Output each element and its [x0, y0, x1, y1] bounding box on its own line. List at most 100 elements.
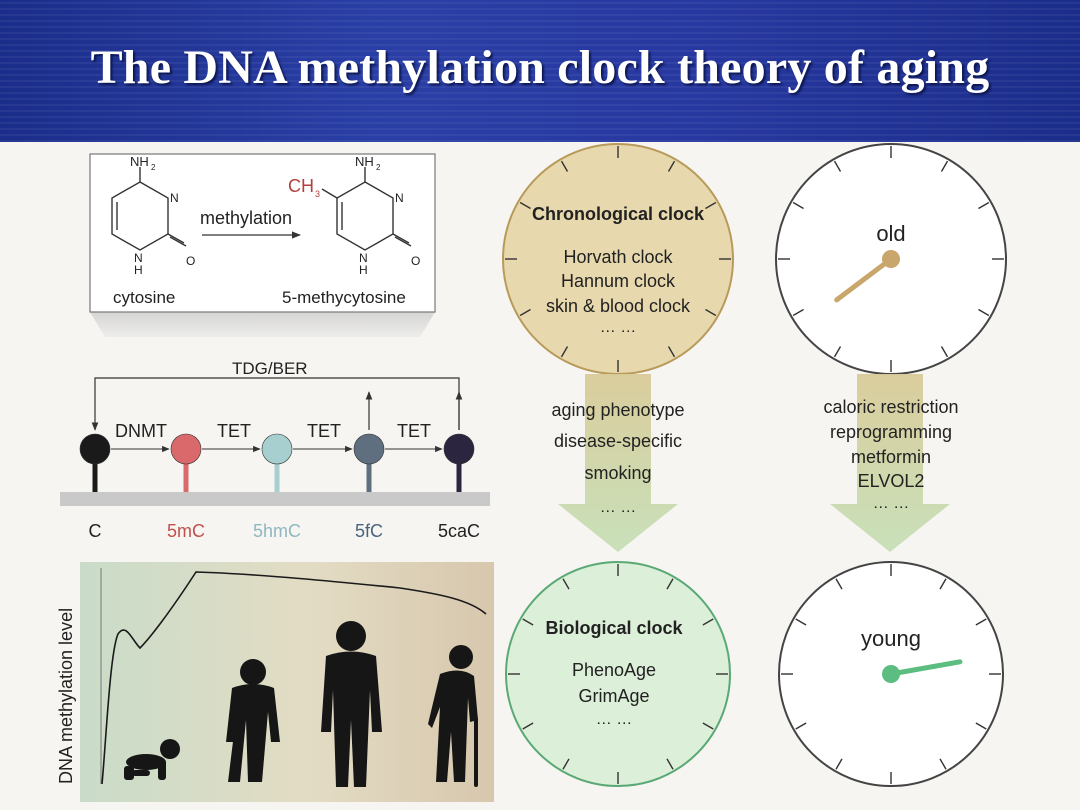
clock-tick	[667, 346, 676, 358]
pathway-node-label: 5caC	[438, 521, 480, 541]
intervention-2: reprogramming	[830, 422, 952, 442]
clock-tick	[562, 578, 570, 590]
pathway-node-c: C	[79, 433, 111, 541]
biological-item-1: PhenoAge	[572, 660, 656, 680]
clock-tick	[522, 722, 534, 730]
pathway-node-label: C	[89, 521, 102, 541]
chronological-clock	[502, 143, 734, 375]
enzyme-label-tet: TET	[217, 421, 251, 441]
clock-tick	[562, 758, 570, 770]
ch3-sub: 3	[315, 189, 320, 199]
biological-item-2: GrimAge	[578, 686, 649, 706]
influencer-1: aging phenotype	[551, 400, 684, 420]
chronological-item-1: Horvath clock	[563, 247, 673, 267]
clock-tick	[978, 201, 990, 210]
chronological-clock-title: Chronological clock	[532, 204, 705, 224]
intervention-5: … …	[873, 495, 909, 512]
right-down-arrow	[830, 374, 950, 552]
pathway-node-label: 5hmC	[253, 521, 301, 541]
elderly-silhouette	[428, 645, 478, 787]
clock-tick	[560, 160, 569, 172]
young-clock-label: young	[861, 626, 921, 651]
clock-tick	[835, 578, 843, 590]
diagram-canvas: NH 2 N N H O methylation NH 2 CH 3 N N H…	[56, 143, 1007, 802]
clock-tick	[519, 308, 531, 317]
methylation-plot: DNA methylation level	[56, 562, 494, 802]
clock-tick	[939, 758, 947, 770]
influencer-4: … …	[600, 499, 636, 516]
pathway-node-5fc: 5fC	[353, 433, 385, 541]
influencer-3: smoking	[584, 463, 651, 483]
clock-tick	[939, 578, 947, 590]
chemistry-panel: NH 2 N N H O methylation NH 2 CH 3 N N H…	[89, 153, 436, 337]
enzyme-label-tet: TET	[397, 421, 431, 441]
old-clock-label: old	[876, 221, 905, 246]
reaction-label: methylation	[200, 208, 292, 228]
title-banner: The DNA methylation clock theory of agin…	[0, 0, 1080, 142]
clock-tick	[940, 160, 949, 172]
intervention-3: metformin	[851, 447, 931, 467]
h-label-right: H	[359, 263, 368, 277]
h-label-left: H	[134, 263, 143, 277]
clock-tick	[792, 308, 804, 317]
nh2-right: NH	[355, 154, 374, 169]
n-label-left: N	[170, 191, 179, 205]
clock-tick	[940, 346, 949, 358]
clock-tick	[833, 346, 842, 358]
pathway-node-5mc: 5mC	[167, 433, 205, 541]
dna-strand	[60, 492, 490, 506]
clock-tick	[795, 722, 807, 730]
methylation-curve	[101, 571, 487, 785]
plot-ylabel: DNA methylation level	[56, 608, 76, 784]
clock-tick	[560, 346, 569, 358]
chronological-item-3: skin & blood clock	[546, 296, 691, 316]
nh2-right-sub: 2	[376, 163, 381, 172]
child-silhouette	[226, 659, 280, 782]
ch3-label: CH	[288, 176, 314, 196]
intervention-4: ELVOL2	[858, 471, 925, 491]
clock-hand	[834, 256, 894, 303]
clock-tick	[705, 201, 717, 210]
clock-hand	[888, 659, 963, 677]
biological-item-3: … …	[596, 711, 632, 728]
biological-clock-title: Biological clock	[545, 618, 683, 638]
enzyme-label-dnmt: DNMT	[115, 421, 167, 441]
influencer-2: disease-specific	[554, 431, 682, 451]
clock-tick	[795, 618, 807, 626]
nh-label-right: N	[359, 251, 368, 265]
clock-tick	[519, 201, 531, 210]
clock-tick	[667, 160, 676, 172]
pathway-node-5cac: 5caC	[438, 433, 480, 541]
clock-tick	[835, 758, 843, 770]
left-down-arrow	[558, 374, 678, 552]
baby-silhouette	[124, 739, 180, 780]
nh-label-left: N	[134, 251, 143, 265]
biological-clock	[505, 561, 731, 787]
clock-tick	[522, 618, 534, 626]
methylcytosine-structure	[321, 167, 412, 251]
tdg-ber-label: TDG/BER	[232, 359, 308, 378]
cytosine-label: cytosine	[113, 288, 175, 307]
enzyme-label-tet: TET	[307, 421, 341, 441]
clock-center	[882, 665, 900, 683]
clock-tick	[702, 618, 714, 626]
adult-silhouette	[321, 621, 382, 787]
clock-tick	[975, 722, 987, 730]
clock-tick	[705, 308, 717, 317]
methylation-pathway: TDG/BER DNMT TET TET TET C 5mC 5hmC 5fC 5caC	[60, 359, 490, 541]
n-label-right: N	[395, 191, 404, 205]
page-title: The DNA methylation clock theory of agin…	[90, 41, 990, 94]
young-clock	[778, 561, 1004, 787]
nh2-left: NH	[130, 154, 149, 169]
chronological-item-4: … …	[600, 319, 636, 336]
intervention-1: caloric restriction	[823, 397, 958, 417]
clock-tick	[666, 578, 674, 590]
pathway-node-label: 5mC	[167, 521, 205, 541]
clock-tick	[666, 758, 674, 770]
nh2-left-sub: 2	[151, 163, 156, 172]
clock-tick	[833, 160, 842, 172]
old-clock	[775, 143, 1007, 375]
clock-tick	[702, 722, 714, 730]
o-label-left: O	[186, 254, 195, 268]
methylcytosine-label: 5-methycytosine	[282, 288, 406, 307]
